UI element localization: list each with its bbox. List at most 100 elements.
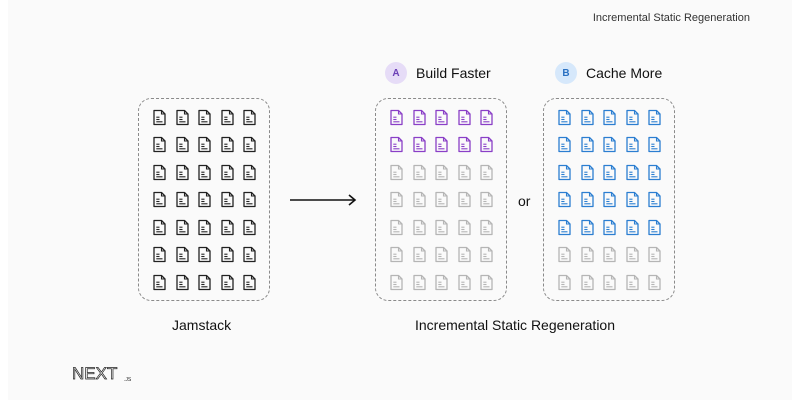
document-icon — [480, 164, 493, 180]
document-icon — [390, 219, 403, 235]
jamstack-pages-grid — [138, 98, 270, 301]
document-icon — [153, 164, 166, 180]
document-icon — [457, 137, 471, 153]
document-icon — [558, 219, 571, 235]
document-icon — [175, 274, 189, 290]
or-label: or — [518, 193, 531, 209]
document-icon — [457, 246, 471, 263]
document-icon — [457, 164, 471, 180]
document-icon — [480, 246, 493, 263]
document-icon — [603, 137, 616, 153]
document-icon — [390, 137, 403, 153]
arrow-right-icon — [290, 194, 357, 206]
document-icon — [220, 109, 234, 126]
document-icon — [625, 246, 639, 263]
document-icon — [603, 246, 616, 263]
document-icon — [198, 137, 211, 153]
document-icon — [412, 219, 426, 235]
document-icon — [220, 219, 234, 235]
document-icon — [243, 109, 256, 126]
document-icon — [648, 109, 661, 126]
document-icon — [175, 246, 189, 263]
cache-more-pages-grid — [543, 98, 675, 301]
document-icon — [175, 219, 189, 235]
document-icon — [558, 109, 571, 126]
document-icon — [175, 192, 189, 208]
document-icon — [198, 274, 211, 290]
document-icon — [198, 109, 211, 126]
document-icon — [435, 219, 448, 235]
document-icon — [175, 109, 189, 126]
document-icon — [625, 109, 639, 126]
isr-caption: Incremental Static Regeneration — [415, 317, 615, 333]
nextjs-logo-icon: NEXT .JS — [72, 364, 132, 384]
document-icon — [175, 137, 189, 153]
document-icon — [457, 274, 471, 290]
document-icon — [220, 164, 234, 180]
option-cache-more: B Cache More — [555, 62, 662, 84]
document-icon — [457, 192, 471, 208]
document-icon — [390, 109, 403, 126]
document-icon — [625, 274, 639, 290]
document-icon — [603, 164, 616, 180]
document-icon — [648, 246, 661, 263]
document-icon — [220, 192, 234, 208]
document-icon — [412, 246, 426, 263]
document-icon — [480, 219, 493, 235]
document-icon — [153, 137, 166, 153]
document-icon — [175, 164, 189, 180]
document-icon — [198, 164, 211, 180]
document-icon — [153, 192, 166, 208]
document-icon — [558, 246, 571, 263]
build-faster-pages-grid — [375, 98, 507, 301]
document-icon — [153, 274, 166, 290]
document-icon — [480, 192, 493, 208]
document-icon — [603, 109, 616, 126]
document-icon — [390, 246, 403, 263]
logo-sub-text: .JS — [124, 377, 132, 383]
document-icon — [243, 137, 256, 153]
document-icon — [648, 137, 661, 153]
document-icon — [648, 274, 661, 290]
document-icon — [580, 137, 594, 153]
badge-a: A — [385, 62, 407, 84]
header-title: Incremental Static Regeneration — [592, 12, 750, 24]
document-icon — [648, 192, 661, 208]
document-icon — [580, 246, 594, 263]
document-icon — [480, 109, 493, 126]
document-icon — [198, 219, 211, 235]
document-icon — [648, 164, 661, 180]
document-icon — [457, 219, 471, 235]
document-icon — [220, 246, 234, 263]
document-icon — [243, 274, 256, 290]
jamstack-caption: Jamstack — [172, 317, 232, 333]
document-icon — [625, 219, 639, 235]
document-icon — [220, 274, 234, 290]
document-icon — [243, 164, 256, 180]
document-icon — [243, 246, 256, 263]
document-icon — [625, 137, 639, 153]
document-icon — [412, 192, 426, 208]
document-icon — [558, 137, 571, 153]
document-icon — [558, 192, 571, 208]
document-icon — [580, 192, 594, 208]
document-icon — [603, 192, 616, 208]
document-icon — [603, 219, 616, 235]
document-icon — [412, 274, 426, 290]
document-icon — [220, 137, 234, 153]
document-icon — [153, 109, 166, 126]
document-icon — [625, 164, 639, 180]
document-icon — [580, 109, 594, 126]
document-icon — [580, 219, 594, 235]
document-icon — [412, 137, 426, 153]
document-icon — [243, 192, 256, 208]
document-icon — [390, 274, 403, 290]
document-icon — [412, 109, 426, 126]
document-icon — [435, 164, 448, 180]
document-icon — [625, 192, 639, 208]
logo-text: NEXT — [72, 364, 117, 383]
document-icon — [457, 109, 471, 126]
document-icon — [580, 274, 594, 290]
document-icon — [412, 164, 426, 180]
document-icon — [435, 109, 448, 126]
